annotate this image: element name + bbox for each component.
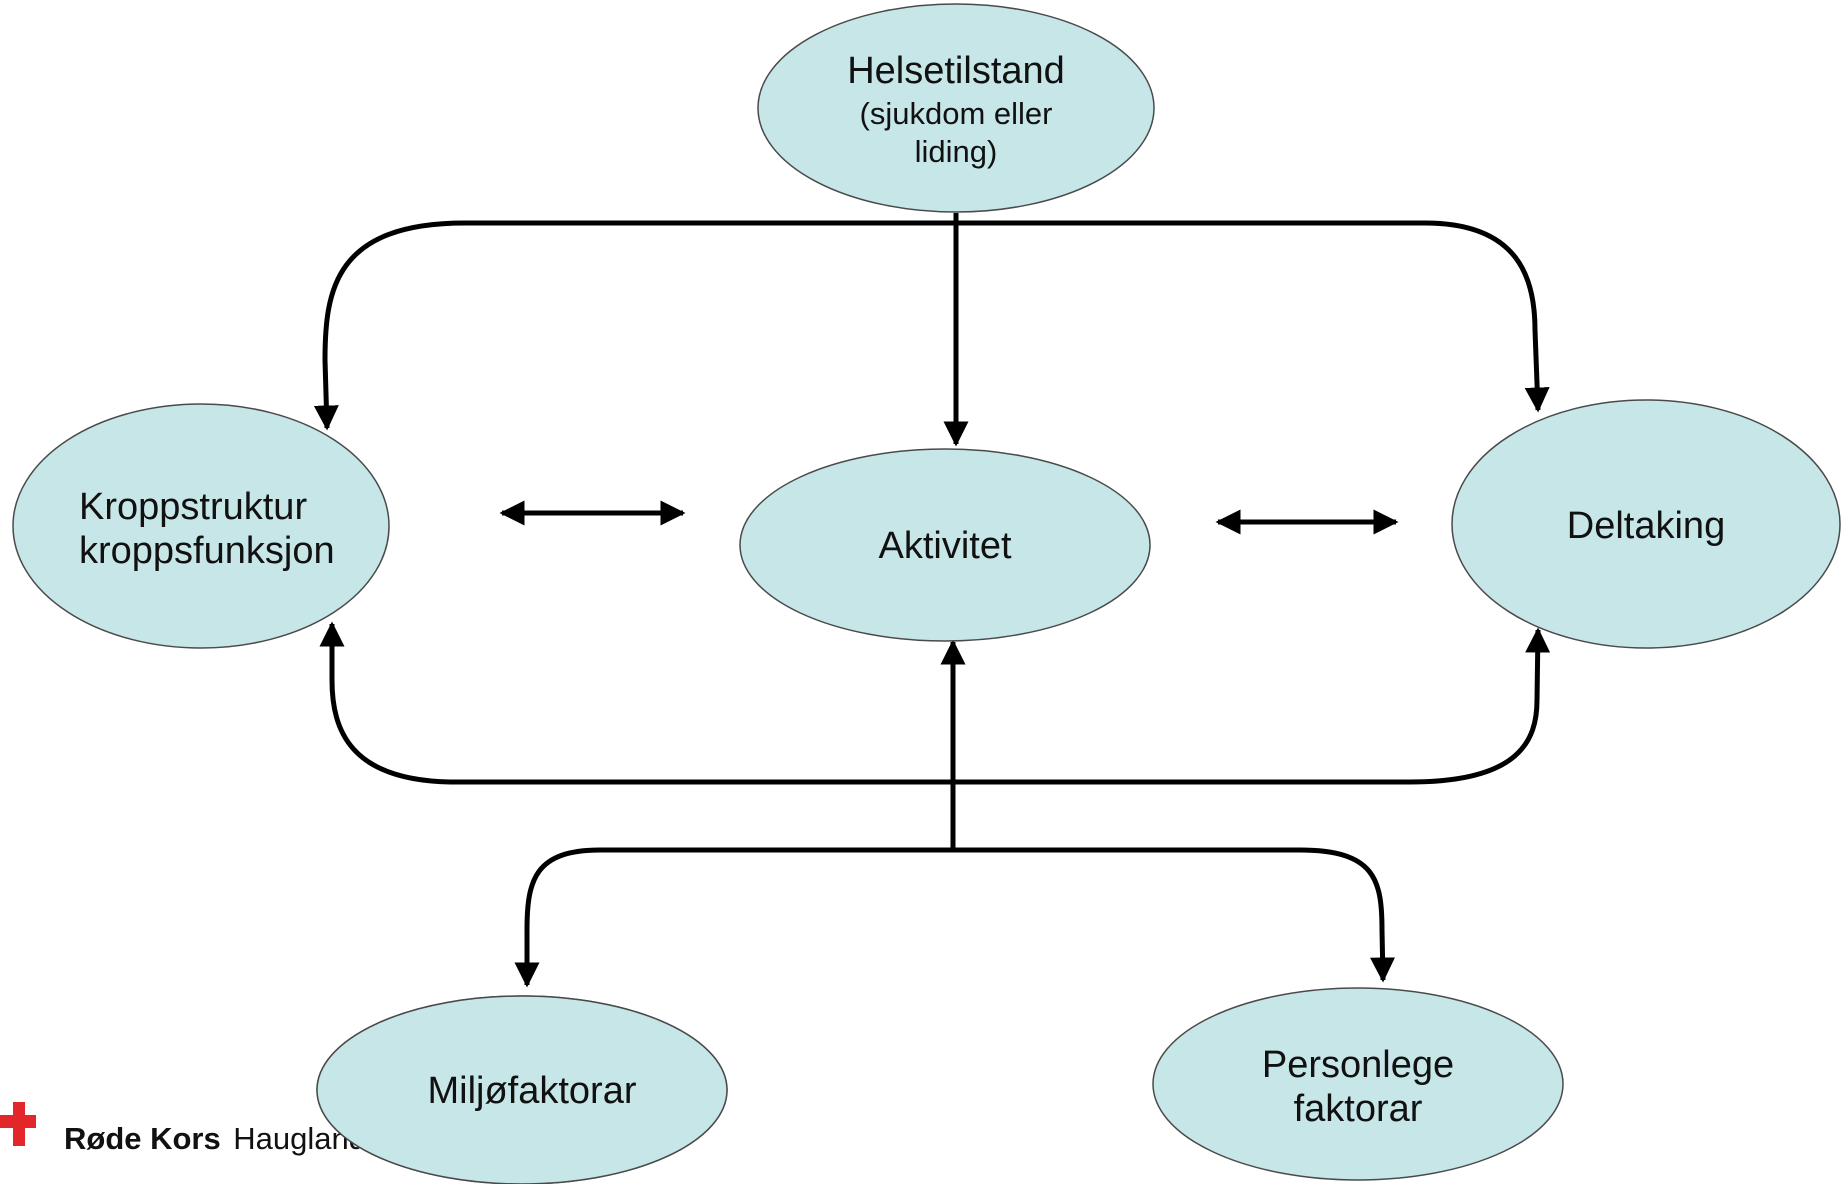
node-aktivitet-label: Aktivitet	[878, 525, 1011, 567]
node-helsetilstand-shape	[757, 3, 1155, 213]
arrow-to-personal	[1299, 847, 1396, 983]
node-helsetilstand-subtitle-line1: (sjukdom eller	[860, 96, 1053, 131]
arrow-to-participation-from-bottom	[1409, 627, 1551, 785]
arrow-to-environment	[514, 847, 601, 988]
node-kroppstruktur-shape	[12, 403, 390, 649]
node-helsetilstand-title: Helsetilstand	[847, 50, 1065, 92]
node-aktivitet: Aktivitet	[739, 448, 1151, 642]
arrow-to-body-from-bottom	[319, 621, 451, 785]
node-helsetilstand: Helsetilstand (sjukdom eller liding)	[757, 3, 1155, 213]
node-personlege-faktorar-line1: Personlege	[1262, 1044, 1454, 1086]
node-personlege-faktorar-line2: faktorar	[1294, 1088, 1423, 1130]
arrow-health-to-body	[313, 220, 466, 431]
node-personlege-faktorar: Personlege faktorar	[1152, 987, 1564, 1181]
node-miljofaktorar-overlay-label: Miljøfaktorar	[427, 1070, 636, 1112]
node-aktivitet-shape	[739, 448, 1151, 642]
footer-brand-name: Røde Kors	[64, 1121, 221, 1156]
node-deltaking-label: Deltaking	[1567, 505, 1725, 547]
node-deltaking: Deltaking	[1451, 399, 1841, 649]
node-kroppstruktur-line1: Kroppstruktur	[79, 486, 307, 528]
red-cross-icon	[0, 1102, 36, 1146]
node-miljofaktorar-overlay: Miljøfaktorar	[316, 995, 728, 1185]
node-kroppstruktur: Kroppstruktur kroppsfunksjon	[12, 403, 390, 649]
node-personlege-faktorar-shape	[1152, 987, 1564, 1181]
node-helsetilstand-subtitle-line2: liding)	[915, 134, 998, 169]
node-kroppstruktur-line2: kroppsfunksjon	[79, 530, 335, 572]
connector-lines	[313, 213, 1551, 988]
arrow-health-to-participation	[1424, 220, 1550, 413]
node-deltaking-shape	[1451, 399, 1841, 649]
